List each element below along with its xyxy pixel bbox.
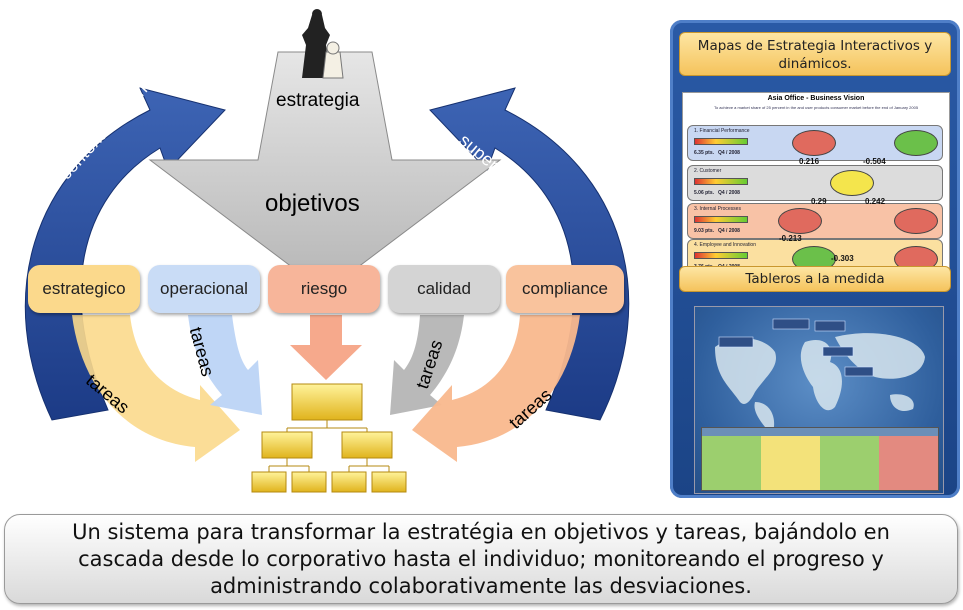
coefficient-label: -0.504 [863,157,886,166]
solutions-panel: Mapas de Estrategia Interactivos y dinám… [670,20,960,498]
progress-bar [694,216,748,223]
strategy-maps-banner: Mapas de Estrategia Interactivos y dinám… [679,32,951,76]
box-calidad: calidad [388,265,500,313]
progress-bar [694,252,748,259]
coefficient-label: 0.29 [811,197,827,206]
objectives-funnel [148,51,502,293]
map-subtitle: To achieve a market share of 25 percent … [713,105,919,110]
coefficient-label: 0.242 [865,197,886,206]
dashboard-screenshot [694,306,944,494]
objective-node[interactable] [792,130,836,156]
operacional-tasks-arrow [188,315,262,415]
perspective-internal[interactable]: 3. Internal Processes 9.03 pts. Q4 / 200… [687,203,943,239]
objective-node[interactable] [830,170,874,196]
summary-caption: Un sistema para transformar la estratégi… [4,514,958,604]
box-operacional: operacional [148,265,260,313]
perspective-customer[interactable]: 2. Customer 5.06 pts. Q4 / 2008 [687,165,943,201]
progress-bar [694,138,748,145]
summary-text: Un sistema para transformar la estratégi… [72,519,890,598]
strategy-label: estrategia [276,90,360,111]
dashboards-banner: Tableros a la medida [679,266,951,292]
world-map-graphic [715,318,925,432]
box-compliance: compliance [506,265,624,313]
chess-pieces-icon [302,9,344,79]
coefficient-label: 0.216 [799,157,820,166]
objective-node[interactable] [778,208,822,234]
box-estrategico: estrategico [28,265,140,313]
strategy-cascade-diagram: estrategia objetivos contexto desempeño … [24,9,630,493]
strategy-map-screenshot: Asia Office - Business Vision To achieve… [682,92,950,275]
org-chart-icon [251,383,407,493]
objectives-label: objetivos [265,190,360,217]
coefficient-label: -0.303 [831,254,854,263]
map-title: Asia Office - Business Vision [767,95,865,102]
objective-node[interactable] [894,208,938,234]
riesgo-tasks-arrow [290,315,362,380]
box-riesgo: riesgo [268,265,380,313]
estrategico-tasks-arrow [72,315,240,462]
coefficient-label: -0.213 [779,234,802,243]
calidad-tasks-arrow [390,315,464,415]
perspective-financial[interactable]: 1. Financial Performance 6.35 pts. Q4 / … [687,125,943,161]
dashboard-table [701,427,939,491]
progress-bar [694,178,748,185]
diagram-graphics [24,9,630,493]
objective-node[interactable] [894,130,938,156]
compliance-tasks-arrow [412,315,580,462]
